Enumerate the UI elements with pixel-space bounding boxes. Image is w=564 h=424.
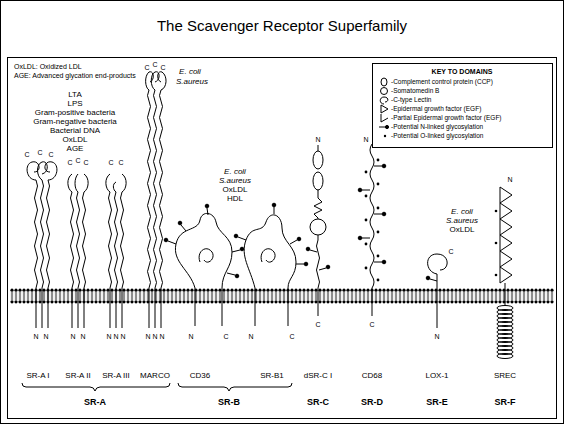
legend-text: -Potential O-linked glycosylation <box>391 132 484 139</box>
terminus-label: N <box>106 333 111 340</box>
terminus-label: C <box>144 64 149 71</box>
legend-item: -Potential N-linked glycosylation <box>391 124 483 131</box>
terminus-label: N <box>113 333 118 340</box>
terminus-label: N <box>152 333 157 340</box>
receptor-name: SR-A II <box>65 372 90 380</box>
legend-text: -Potential N-linked glycosylation <box>391 123 483 130</box>
sr-c-receptor <box>306 145 330 316</box>
terminus-label: N <box>363 136 368 143</box>
class-label: SR-C <box>307 398 329 407</box>
receptor-name: dSR-C I <box>304 372 332 380</box>
terminus-label: C <box>152 61 157 68</box>
terminus-label: C <box>75 157 80 164</box>
terminus-label: N <box>434 333 439 340</box>
ligand-label: AGE <box>67 145 84 153</box>
ligand-label: OxLDL <box>450 226 475 234</box>
terminus-label: N <box>80 333 85 340</box>
legend-item: -Complement control protein (CCP) <box>391 79 493 86</box>
terminus-label: C <box>315 321 320 328</box>
abbreviation-note: AGE: Advanced glycation end-products <box>14 72 136 79</box>
sr-e-receptor <box>426 254 447 328</box>
slide-title: The Scavenger Receptor Superfamily <box>157 18 407 33</box>
terminus-label: C <box>108 159 113 166</box>
legend-text: -C-type Lectin <box>391 96 431 103</box>
class-label: SR-D <box>361 398 383 407</box>
ligand-label: Gram-positive bacteria <box>35 109 115 117</box>
figure-frame <box>8 58 557 419</box>
legend-item: -C-type Lectin <box>391 97 431 104</box>
ligand-label: LPS <box>67 100 82 108</box>
terminus-label: C <box>37 149 42 156</box>
sr-f-receptor <box>495 187 513 359</box>
class-label: SR-A <box>84 398 106 407</box>
terminus-label: N <box>315 136 320 143</box>
legend-text: -Somatomedin B <box>391 87 439 94</box>
legend-item: -Epidermal growth factor (EGF) <box>391 106 481 113</box>
receptor-name: SR-A I <box>26 372 49 380</box>
terminus-label: N <box>145 333 150 340</box>
terminus-label: C <box>223 333 228 340</box>
terminus-label: N <box>33 333 38 340</box>
membrane-bilayer <box>10 288 554 304</box>
class-label: SR-F <box>495 398 516 407</box>
terminus-label: N <box>70 333 75 340</box>
terminus-label: N <box>120 333 125 340</box>
receptor-name: SR-B1 <box>260 372 284 380</box>
abbreviation-note: OxLDL: Oxidized LDL <box>14 63 82 70</box>
legend-text: -Epidermal growth factor (EGF) <box>391 105 481 112</box>
legend-item: -Somatomedin B <box>391 88 439 95</box>
sr-b-receptors <box>164 203 308 326</box>
ligand-label: OxLDL <box>63 136 88 144</box>
terminus-label: N <box>188 333 193 340</box>
ligand-label: S.aureus <box>446 217 478 225</box>
class-label: SR-B <box>218 398 240 407</box>
terminus-label: N <box>507 176 512 183</box>
terminus-label: C <box>24 151 29 158</box>
legend-item: -Partial Epidermal growth factor (EGF) <box>391 115 502 122</box>
sr-d-receptor <box>358 144 386 316</box>
ligand-label: LTA <box>68 91 81 99</box>
receptor-name: CD36 <box>190 372 210 380</box>
terminus-label: N <box>159 333 164 340</box>
terminus-label: C <box>118 159 123 166</box>
ligand-label: S.aureus <box>176 78 208 86</box>
legend-item: -Potential O-linked glycosylation <box>391 133 484 140</box>
terminus-label: C <box>83 159 88 166</box>
ligand-label: S.aureus <box>219 177 251 185</box>
legend-symbols <box>379 78 389 137</box>
ligand-label: E. coli <box>179 68 201 76</box>
ligand-label: Bacterial DNA <box>50 127 100 135</box>
receptor-name: SR-A III <box>102 372 130 380</box>
legend-heading: KEY TO DOMAINS <box>432 68 493 75</box>
terminus-label: C <box>160 64 165 71</box>
terminus-label: C <box>289 333 294 340</box>
legend-text: -Partial Epidermal growth factor (EGF) <box>391 114 502 121</box>
legend-box <box>373 64 553 148</box>
ligand-label: Gram-negative bacteria <box>33 118 117 126</box>
receptor-name: MARCO <box>140 372 170 380</box>
class-label: SR-E <box>426 398 448 407</box>
receptor-name: SREC <box>494 372 516 380</box>
receptor-name: LOX-1 <box>425 372 448 380</box>
ligand-label: OxLDL <box>223 186 248 194</box>
terminus-label: C <box>448 248 453 255</box>
ligand-label: E. coli <box>451 208 473 216</box>
terminus-label: N <box>248 333 253 340</box>
terminus-label: N <box>43 333 48 340</box>
receptor-name: CD68 <box>362 372 382 380</box>
ligand-label: HDL <box>227 195 243 203</box>
terminus-label: C <box>369 321 374 328</box>
group-bracket <box>22 383 292 391</box>
legend-text: -Complement control protein (CCP) <box>391 78 493 85</box>
terminus-label: C <box>67 159 72 166</box>
ligand-label: E. coli <box>224 168 246 176</box>
sr-a-receptors <box>27 72 166 328</box>
terminus-label: C <box>48 151 53 158</box>
